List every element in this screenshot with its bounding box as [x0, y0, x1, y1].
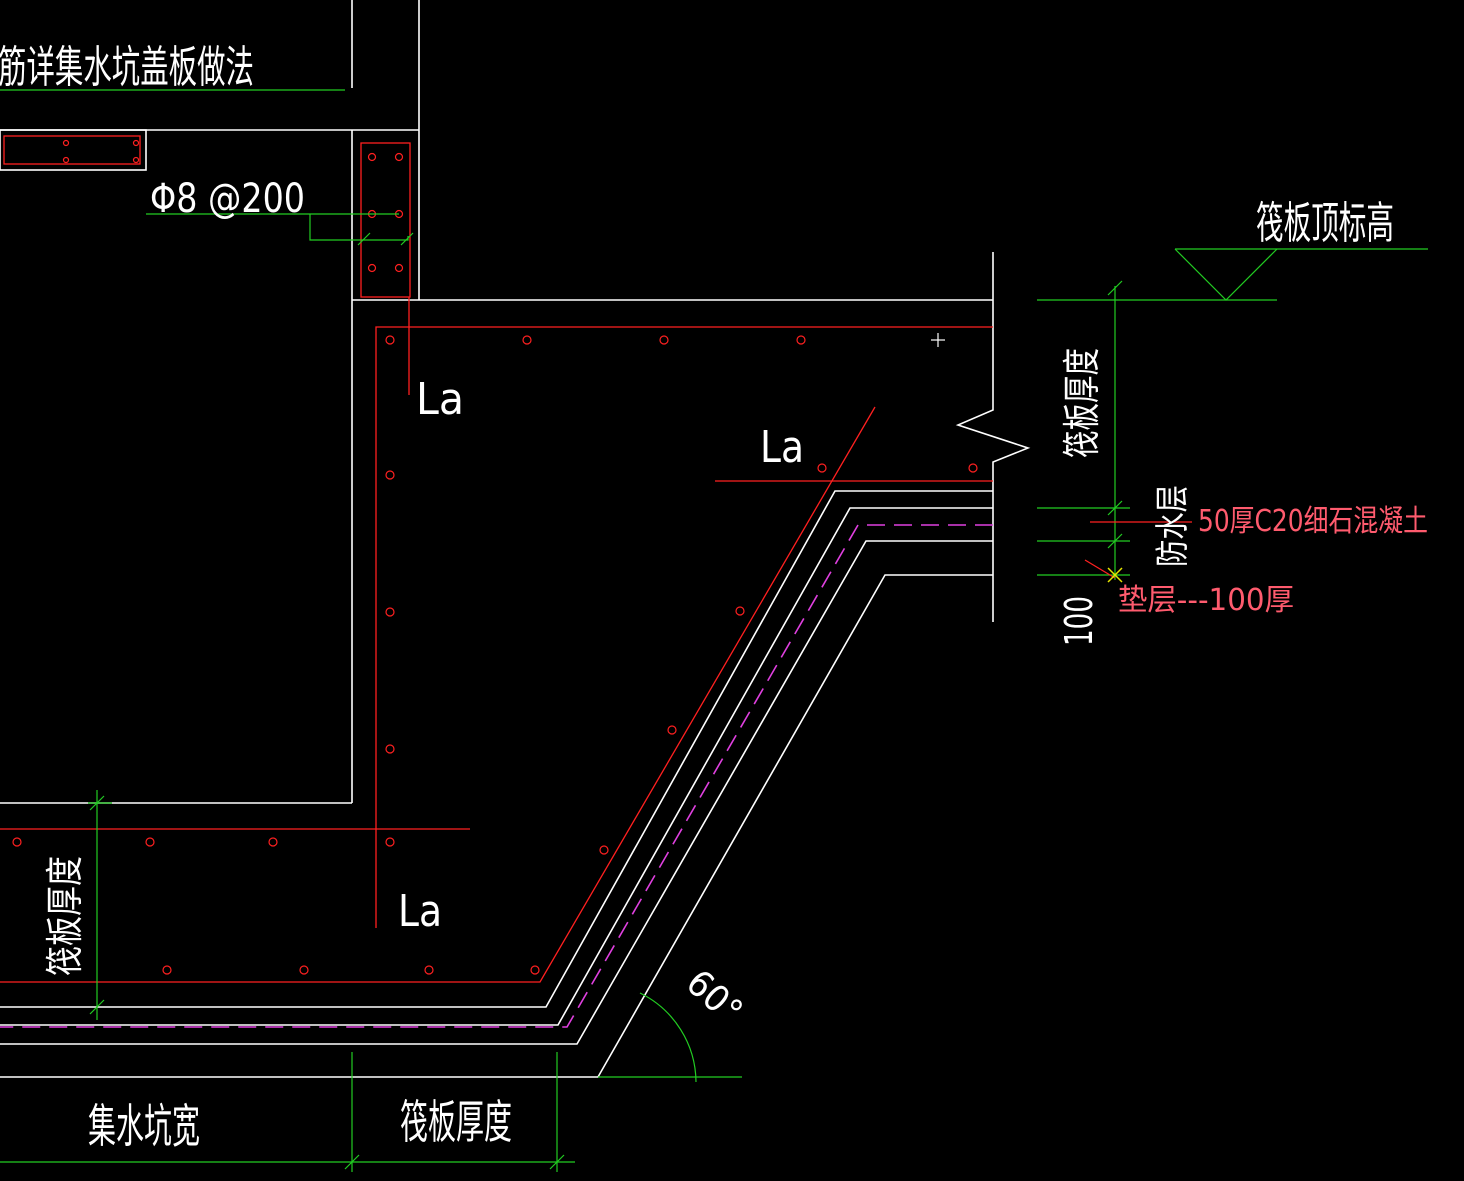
cushion-leader: [1084, 559, 1116, 579]
marker-x-icon: [1107, 567, 1123, 583]
elevation-triangle: [1174, 248, 1278, 301]
la-label-raft: La: [760, 422, 804, 473]
cushion-bottom-line: [0, 574, 993, 1078]
angle-arc: [639, 992, 697, 1083]
raft-top-elevation-text: 筏板顶标高: [1256, 198, 1394, 249]
rebar-lines: [0, 135, 993, 983]
slope-rebar: [0, 406, 876, 983]
angle-text: 60°: [678, 962, 750, 1033]
raft-thickness-right-text: 筏板厚度: [1060, 348, 1104, 458]
pit-width-text: 集水坑宽: [88, 1099, 200, 1153]
rebar-leader-elbow: [309, 214, 409, 241]
la-label-bottom: La: [398, 886, 442, 937]
cover-plate-rebar: [3, 135, 141, 165]
raft-top-rebar: [375, 326, 993, 928]
layer-line-2: [0, 540, 993, 1045]
concrete-outline: [0, 0, 1031, 1078]
dimension-lines: [0, 89, 1428, 1172]
dim-100-text: 100: [1057, 596, 1101, 646]
waterproof-layer-text: 防水层: [1153, 485, 1193, 567]
raft-thickness-bottom-text: 筏板厚度: [400, 1095, 512, 1149]
layer-line-1: [0, 507, 993, 1026]
raft-bottom-line: [0, 490, 993, 1008]
wall-rebar-cage: [360, 142, 411, 298]
rebar-spec-text: Φ8 @200: [150, 176, 305, 222]
cushion-note-text: 垫层---100厚: [1118, 583, 1294, 618]
break-line: [955, 252, 1031, 622]
raft-thickness-left-text: 筏板厚度: [43, 856, 87, 976]
la-label-wall: La: [416, 374, 464, 425]
waterproof-layer-line: [0, 524, 993, 1028]
rebar-dots: [12, 139, 978, 975]
title-text: 筋详集水坑盖板做法: [0, 42, 254, 93]
concrete-note-text: 50厚C20细石混凝土: [1198, 504, 1428, 539]
